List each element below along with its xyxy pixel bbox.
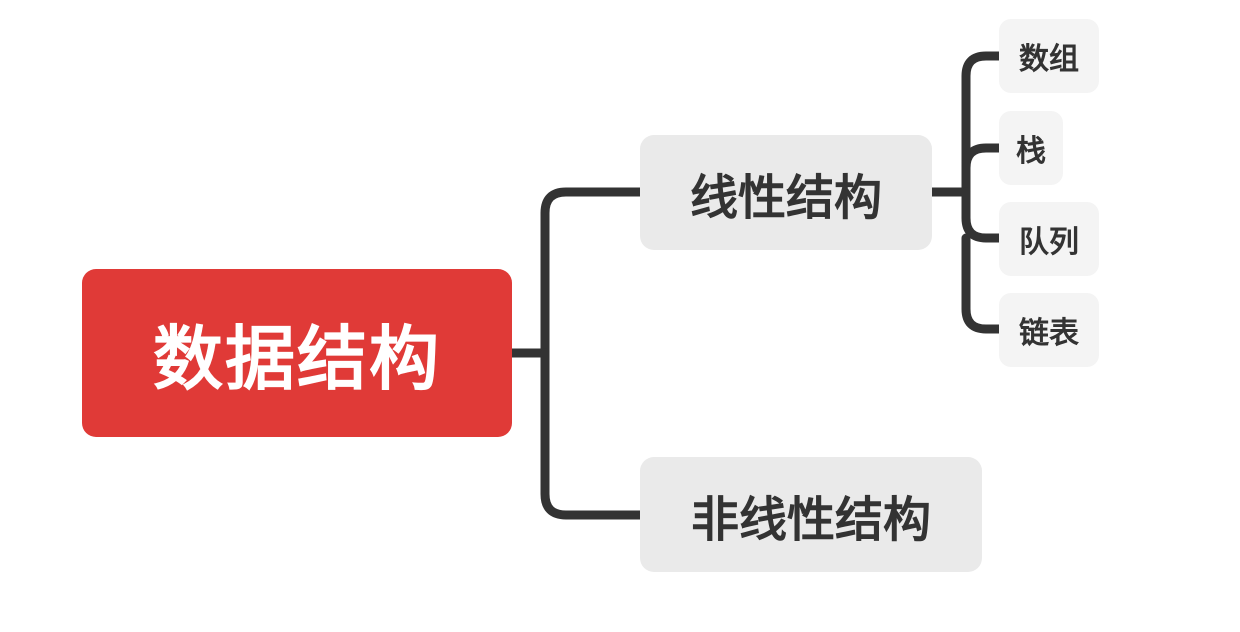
branch-node-nonlinear[interactable]: 非线性结构 xyxy=(640,457,982,572)
leaf-node-queue[interactable]: 队列 xyxy=(999,202,1099,276)
root-label: 数据结构 xyxy=(153,317,441,400)
connector-leaf-4 xyxy=(961,233,1004,334)
connector-leaf-1 xyxy=(961,51,1004,197)
leaf-node-linked-list[interactable]: 链表 xyxy=(999,293,1099,367)
leaf-label: 队列 xyxy=(1019,225,1079,260)
connector-leaf-3 xyxy=(961,187,1004,243)
branch-label: 线性结构 xyxy=(689,169,882,226)
branch-node-linear[interactable]: 线性结构 xyxy=(640,135,932,250)
connector-root-nonlinear xyxy=(540,348,645,520)
leaf-node-stack[interactable]: 栈 xyxy=(999,111,1063,185)
leaf-label: 链表 xyxy=(1019,316,1079,351)
connector-leaf-2 xyxy=(961,143,1004,197)
connector-root-linear xyxy=(540,187,645,358)
leaf-label: 栈 xyxy=(1016,134,1046,169)
leaf-node-array[interactable]: 数组 xyxy=(999,19,1099,93)
root-node[interactable]: 数据结构 xyxy=(82,269,512,437)
branch-label: 非线性结构 xyxy=(690,491,931,548)
leaf-label: 数组 xyxy=(1019,42,1079,77)
